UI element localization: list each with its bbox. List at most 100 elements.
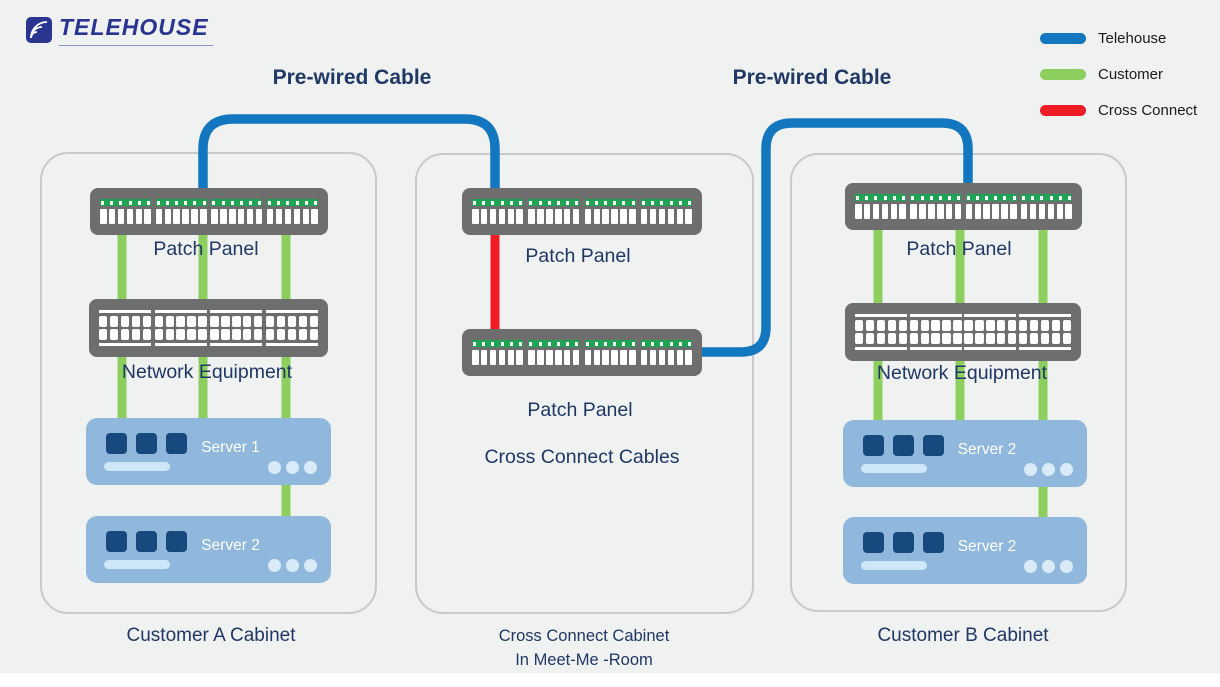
indicator-tick — [641, 341, 645, 346]
indicator-tick — [509, 341, 513, 346]
cross-connect-cabinet-outline — [415, 153, 754, 614]
server-slot-bar — [861, 464, 927, 473]
module-port — [187, 329, 196, 341]
patch-panel-cross-top — [462, 188, 702, 235]
port-group — [266, 199, 318, 224]
port — [135, 209, 143, 224]
indicator-tick — [575, 341, 579, 346]
module-port — [176, 315, 185, 327]
indicator-tick — [500, 341, 504, 346]
port-indicator-strip — [211, 199, 263, 206]
port-group — [1020, 194, 1072, 219]
port — [602, 209, 609, 224]
port — [658, 350, 666, 365]
module-port — [1051, 319, 1061, 331]
module-port — [265, 315, 275, 327]
patch-panel-b — [845, 183, 1082, 230]
module-port — [232, 329, 241, 341]
port-row — [100, 209, 151, 224]
module-port — [898, 333, 907, 345]
port — [649, 209, 657, 224]
legend: Telehouse Customer Cross Connect — [1040, 26, 1197, 134]
module-port — [243, 315, 252, 327]
indicator-square — [166, 531, 187, 552]
port — [555, 350, 562, 365]
port-row — [640, 350, 692, 365]
indicator-square — [863, 435, 884, 456]
module-port — [1040, 333, 1050, 345]
indicator-tick — [137, 200, 141, 205]
indicator-tick — [110, 200, 114, 205]
indicator-tick — [184, 200, 188, 205]
port — [266, 209, 274, 224]
module-port — [99, 329, 108, 341]
indicator-tick — [911, 195, 915, 200]
module-bottom-line — [154, 343, 207, 346]
indicator-tick — [669, 200, 673, 205]
telehouse-cable-swatch — [1040, 32, 1086, 44]
module-port-grid — [855, 319, 907, 345]
module-port — [920, 333, 929, 345]
indicator-tick — [491, 341, 495, 346]
port — [246, 209, 254, 224]
module-port — [253, 315, 263, 327]
indicator-tick — [929, 195, 933, 200]
indicator-tick — [286, 200, 290, 205]
module-top-line — [210, 310, 263, 313]
customer-cables-a — [117, 227, 291, 522]
port — [480, 209, 488, 224]
port — [284, 209, 292, 224]
module-port — [210, 329, 219, 341]
port — [928, 204, 935, 219]
module-port — [198, 329, 207, 341]
indicator-tick — [613, 341, 617, 346]
module-port — [187, 315, 196, 327]
module-port — [154, 315, 164, 327]
indicator-tick — [175, 200, 179, 205]
indicator-tick — [202, 200, 206, 205]
module-port — [865, 333, 875, 345]
cross-connect-cabinet-title-line2: In Meet-Me -Room — [515, 651, 653, 669]
server-status-dots — [1024, 560, 1073, 573]
port-row — [211, 209, 263, 224]
port-group — [155, 199, 207, 224]
port — [937, 204, 944, 219]
server-indicator-squares — [863, 435, 944, 456]
indicator-tick — [604, 200, 608, 205]
customer-a-cabinet-title: Customer A Cabinet — [126, 625, 296, 646]
port-indicator-strip — [100, 199, 151, 206]
port — [974, 204, 982, 219]
patch-panel-cross-bottom-label: Patch Panel — [527, 399, 633, 421]
port — [919, 204, 926, 219]
module-port — [142, 329, 151, 341]
module-port — [876, 333, 886, 345]
module-port — [1029, 319, 1039, 331]
module-port — [120, 315, 130, 327]
port — [275, 209, 283, 224]
port — [507, 209, 515, 224]
indicator-tick — [230, 200, 234, 205]
equipment-module — [909, 314, 962, 350]
port — [237, 209, 245, 224]
port — [555, 209, 562, 224]
indicator-tick — [678, 200, 682, 205]
port — [563, 350, 571, 365]
legend-label: Cross Connect — [1098, 101, 1198, 119]
indicator-tick — [622, 341, 626, 346]
module-port — [953, 333, 962, 345]
indicator-tick — [529, 341, 533, 346]
server-label: Server 2 — [957, 538, 1017, 555]
port — [211, 209, 218, 224]
module-port — [931, 333, 940, 345]
indicator-tick — [1021, 195, 1025, 200]
port — [676, 350, 684, 365]
port-group — [528, 199, 580, 224]
bottom-margin — [0, 673, 1220, 687]
port-group — [100, 199, 151, 224]
legend-item-telehouse: Telehouse — [1040, 26, 1197, 50]
indicator-tick — [883, 195, 887, 200]
indicator-tick — [529, 200, 533, 205]
indicator-tick — [566, 200, 570, 205]
prewired-cable-left — [198, 114, 500, 201]
indicator-tick — [985, 195, 989, 200]
